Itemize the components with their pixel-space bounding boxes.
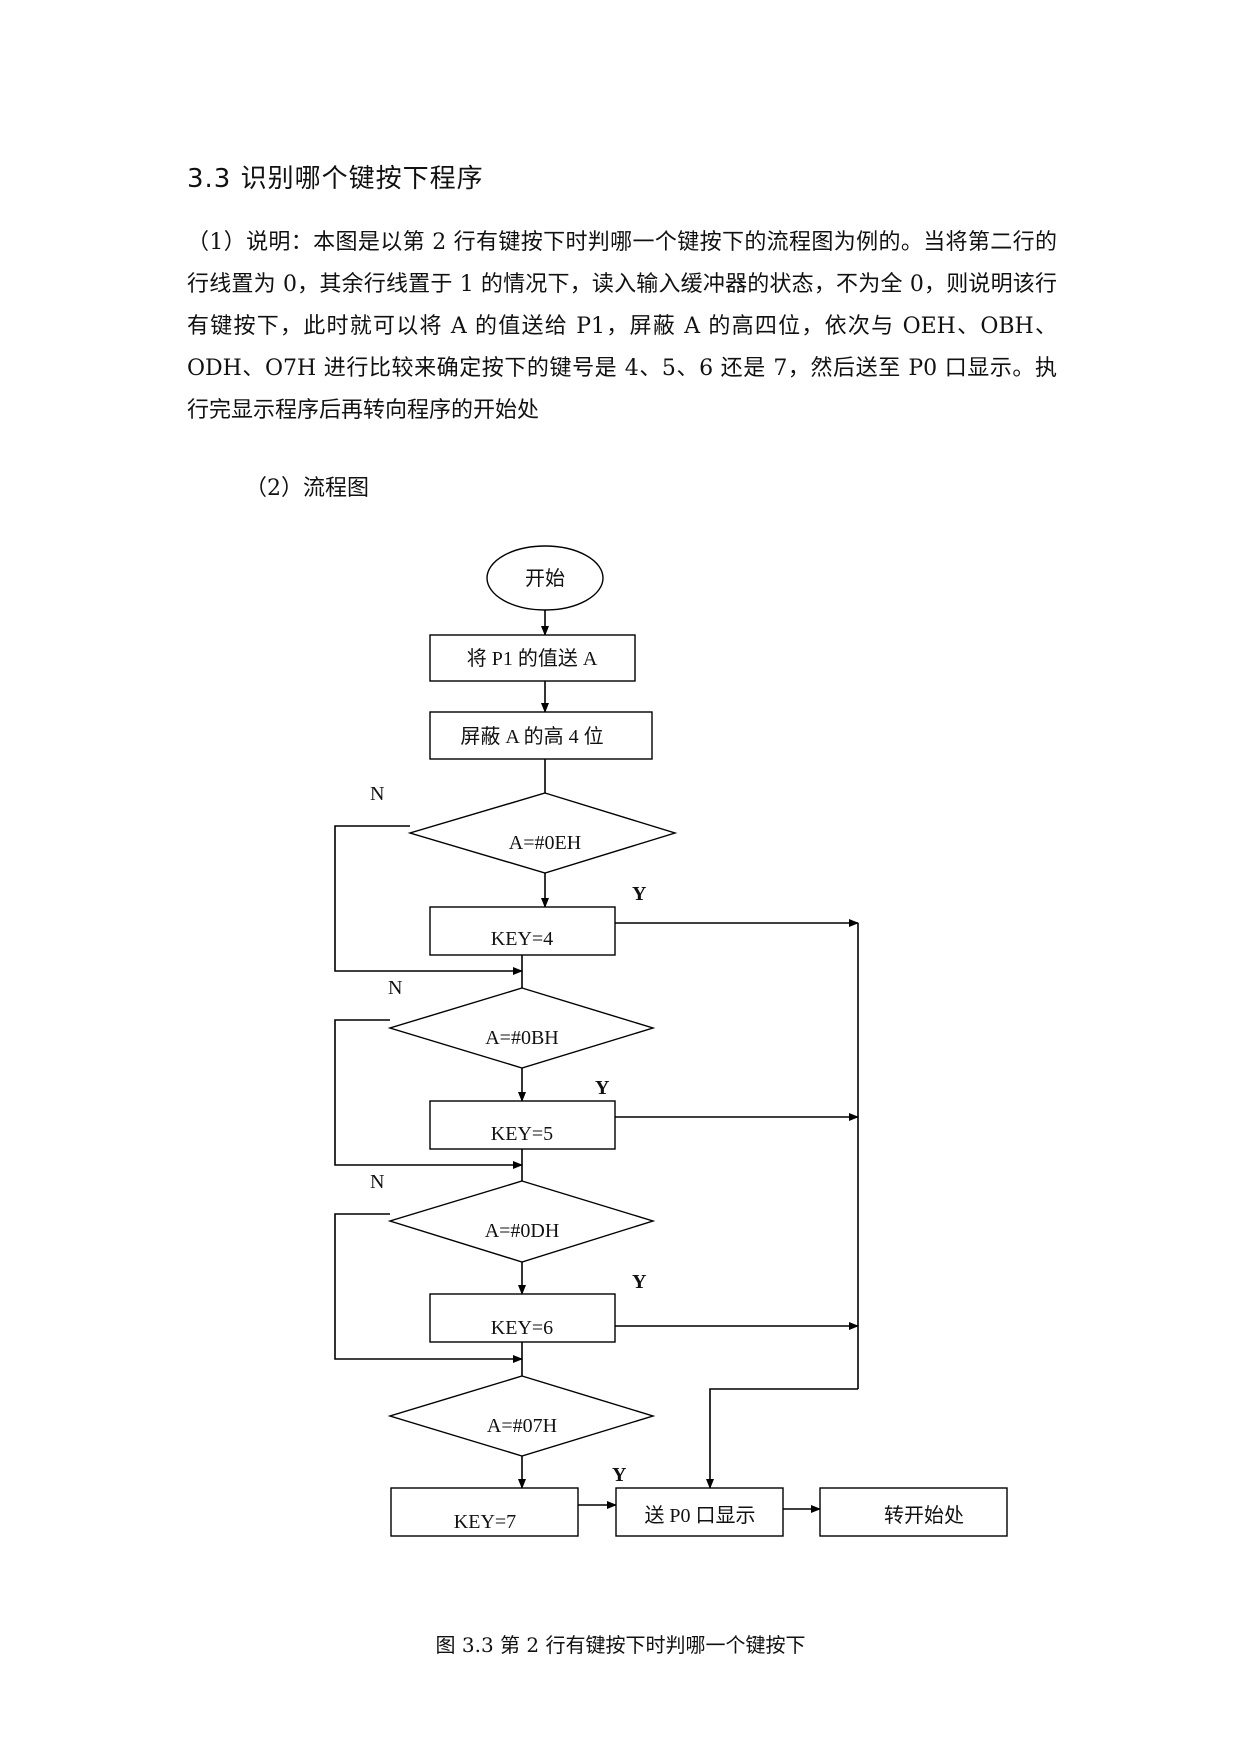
start-label: 开始 [525,567,565,590]
key7-box [390,1487,579,1537]
decision-07h-label: A=#07H [487,1415,557,1437]
description-paragraph: （1）说明：本图是以第 2 行有键按下时判哪一个键按下的流程图为例的。当将第二行… [187,230,1057,423]
key4-label: KEY=4 [491,928,553,950]
yes-label-3: Y [632,1271,647,1293]
display-box [615,1487,784,1537]
yes-label-4: Y [612,1464,627,1486]
figure-caption: 图 3.3 第 2 行有键按下时判哪一个键按下 [435,1633,806,1657]
no-label-2: N [388,977,402,999]
key6-box [429,1293,616,1343]
sub-heading: （2）流程图 [245,476,369,501]
no-label-3: N [370,1171,384,1193]
yes-label-1: Y [632,883,647,905]
decision-0eh-label: A=#0EH [509,832,581,854]
key5-label: KEY=5 [491,1123,553,1145]
return-label: 转开始处 [884,1504,964,1527]
mask-label: 屏蔽 A 的高 4 位 [460,725,603,748]
load-a-label: 将 P1 的值送 A [467,647,598,670]
display-label: 送 P0 口显示 [644,1504,755,1527]
key4-box [429,906,616,956]
yes-label-2: Y [595,1077,610,1099]
key7-label: KEY=7 [454,1511,516,1533]
decision-0bh-label: A=#0BH [485,1027,559,1049]
key6-label: KEY=6 [491,1317,553,1339]
section-title: 3.3 识别哪个键按下程序 [187,164,484,194]
load-a-box [429,634,636,682]
return-box [819,1487,1008,1537]
mask-box [429,711,653,760]
no-label-1: N [370,783,384,805]
decision-0dh-label: A=#0DH [485,1220,560,1242]
